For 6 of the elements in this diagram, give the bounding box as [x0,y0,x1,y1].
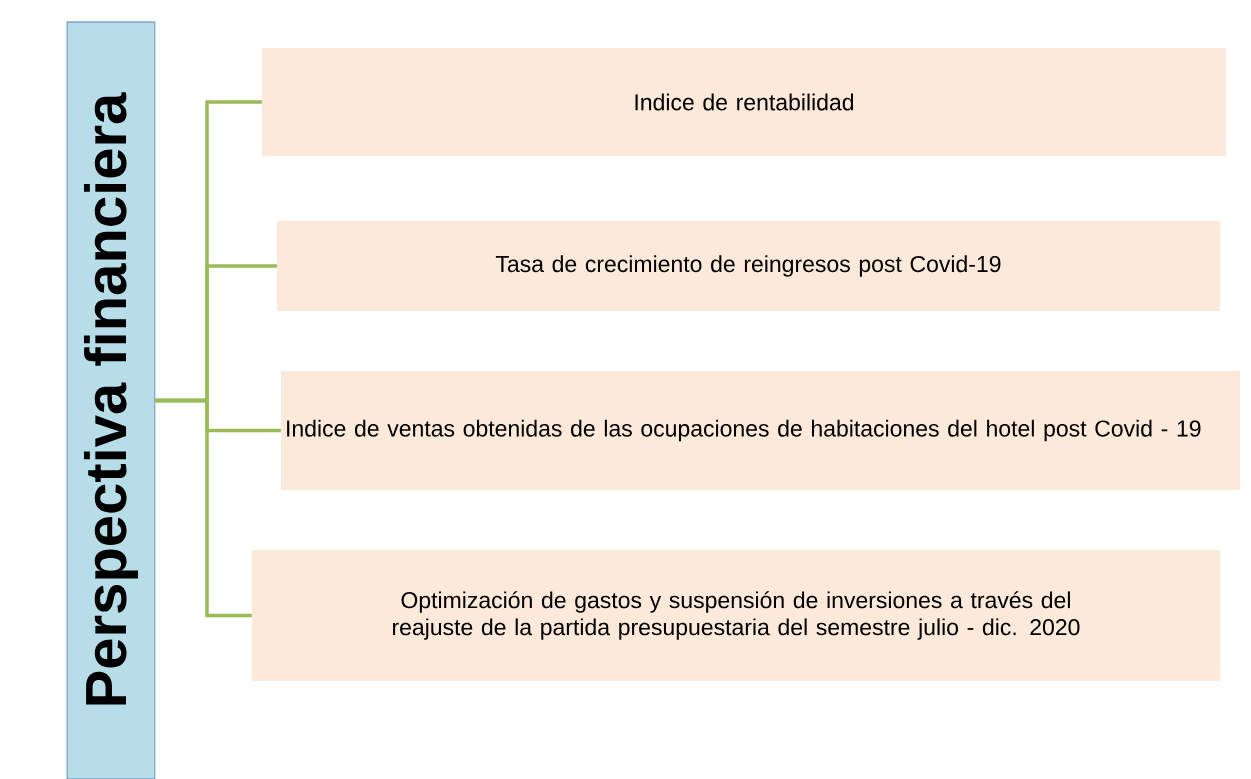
title-band: Perspectiva financiera [66,21,156,779]
metric-box: Tasa de crecimiento de reingresos post Covid-19 [277,221,1220,311]
connector-line [155,398,252,618]
metric-box: Indice de rentabilidad [262,48,1226,156]
metric-box: Indice de ventas obtenidas de las ocupaciones de habitaciones del hotel post Covid - 19 [281,371,1240,490]
metric-box: Optimización de gastos y suspensión de inversiones a través del reajuste de la partida presupuestaria del semestre julio - dic. 2020 [252,550,1220,681]
